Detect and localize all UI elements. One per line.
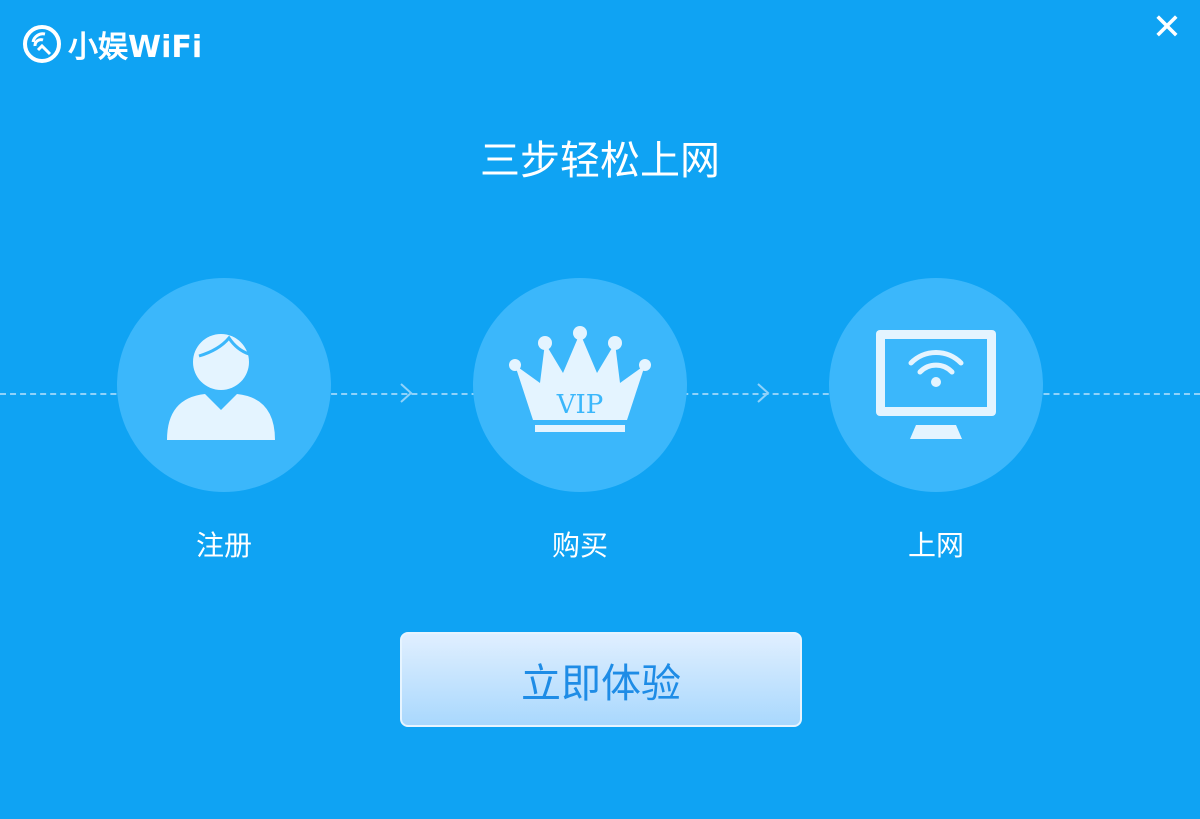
close-button[interactable]: ✕ <box>1152 10 1182 46</box>
app-name: 小娱WiFi <box>68 30 203 65</box>
step-label: 购买 <box>551 529 608 562</box>
step-register: 注册 <box>117 278 331 564</box>
svg-text:VIP: VIP <box>556 390 604 420</box>
step-purchase: VIP 购买 <box>473 278 687 564</box>
step-online: 上网 <box>829 278 1043 564</box>
step-label: 上网 <box>907 529 964 562</box>
page-title: 三步轻松上网 <box>480 138 720 184</box>
user-icon <box>167 334 275 440</box>
vip-crown-icon: VIP <box>509 326 651 432</box>
wifi-monitor-icon <box>876 330 996 439</box>
step-label: 注册 <box>195 529 252 562</box>
logo-icon <box>23 25 61 63</box>
close-icon: ✕ <box>1151 7 1182 48</box>
arrow-right-icon <box>757 383 770 403</box>
try-now-button[interactable]: 立即体验 <box>400 632 802 727</box>
arrow-right-icon <box>400 383 413 403</box>
app-logo: 小娱WiFi <box>22 22 202 66</box>
